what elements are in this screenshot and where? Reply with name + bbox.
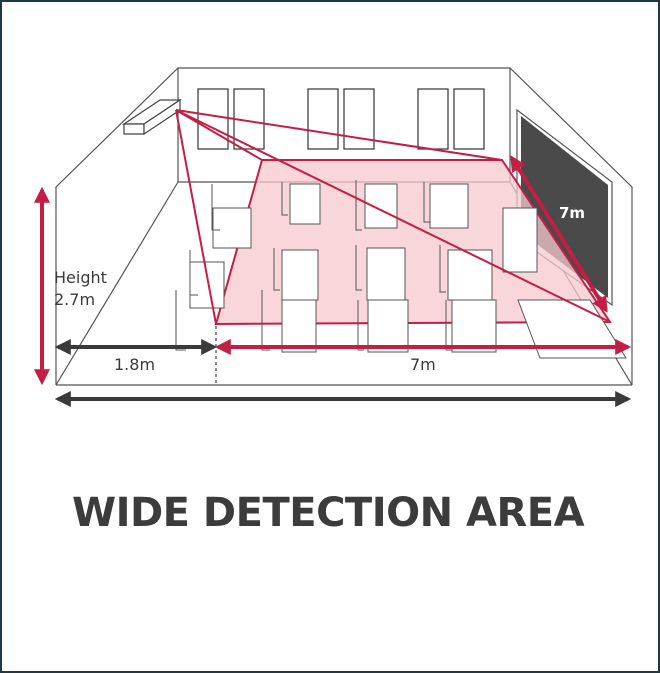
side-distance-label: 1.8m: [114, 355, 155, 374]
board-distance-arrow: [510, 155, 608, 313]
headline: WIDE DETECTION AREA: [71, 490, 585, 536]
board-distance-label: 7m: [559, 204, 585, 222]
front-distance-label: 7m: [410, 355, 436, 374]
window-icon: [197, 88, 485, 150]
sensor-icon: [122, 98, 182, 136]
height-label-line1: Height: [54, 268, 107, 287]
height-label-line2: 2.7m: [54, 290, 95, 309]
